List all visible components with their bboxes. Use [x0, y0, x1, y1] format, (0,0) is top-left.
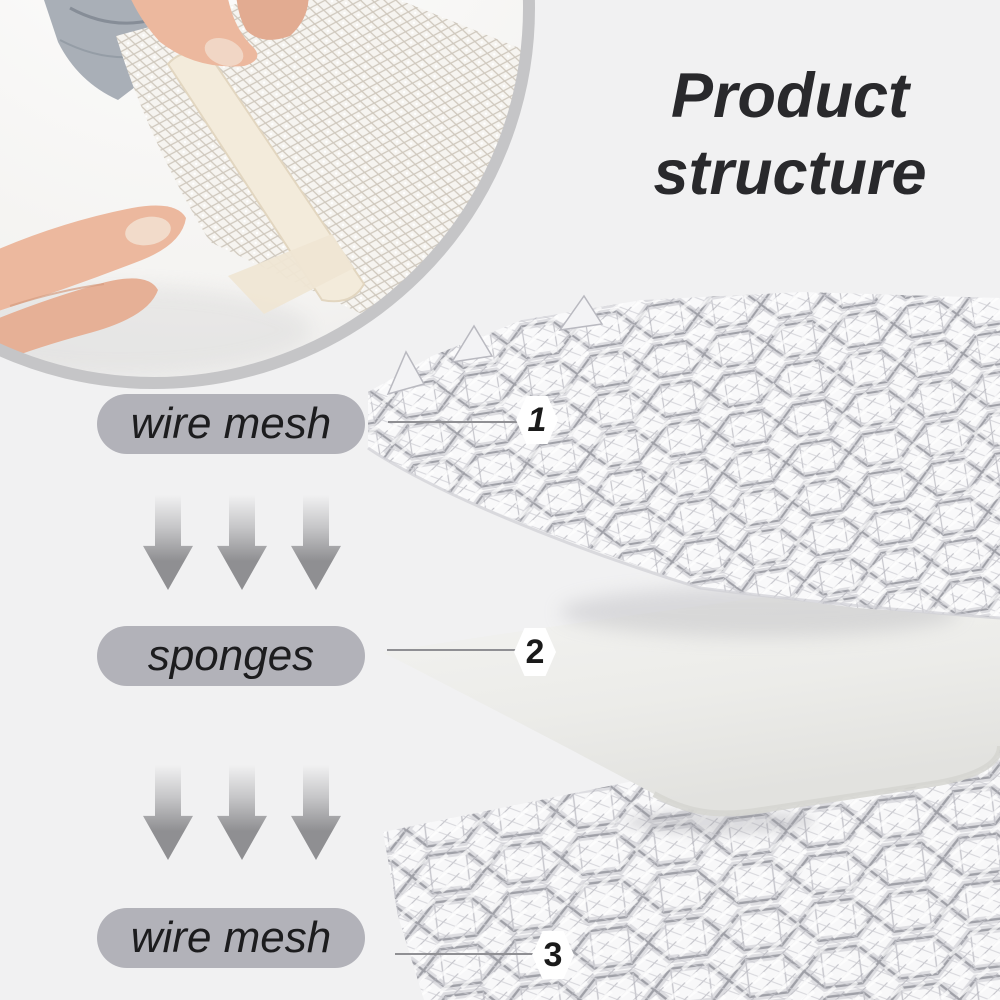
badge-number: 3 — [543, 936, 563, 974]
wire-mesh-top-layer — [367, 292, 1000, 620]
photo-ring — [0, 0, 535, 389]
badge-number: 2 — [525, 633, 545, 671]
down-arrow-icon — [291, 764, 341, 860]
down-arrow-icon — [291, 494, 341, 590]
leader-line-1 — [388, 421, 518, 423]
badge-1: 1 — [516, 396, 558, 444]
title-line-2: structure — [653, 138, 927, 208]
leader-line-2 — [387, 649, 516, 651]
down-arrow-icon — [143, 494, 193, 590]
label-wire-mesh-bottom: wire mesh — [97, 908, 365, 968]
label-text: sponges — [147, 631, 315, 680]
down-arrow-icon — [143, 764, 193, 860]
photo-sponge-strip — [166, 51, 366, 314]
photo-hands-peeling-mesh — [0, 0, 524, 378]
label-wire-mesh-top: wire mesh — [97, 394, 365, 454]
title-line-1: Product — [670, 61, 909, 131]
arrow-group-1 — [143, 494, 343, 590]
photo-bottom-hand — [0, 205, 186, 374]
down-arrow-icon — [217, 494, 267, 590]
photo-top-fingers — [126, 0, 309, 67]
leader-line-3 — [395, 953, 533, 955]
label-sponges: sponges — [97, 626, 365, 686]
page-title: Product structure — [585, 58, 995, 212]
label-text: wire mesh — [130, 913, 332, 962]
badge-2: 2 — [514, 628, 556, 676]
badge-number: 1 — [527, 401, 547, 439]
label-text: wire mesh — [130, 399, 332, 448]
badge-3: 3 — [532, 931, 574, 979]
arrow-group-2 — [143, 764, 343, 860]
down-arrow-icon — [217, 764, 267, 860]
